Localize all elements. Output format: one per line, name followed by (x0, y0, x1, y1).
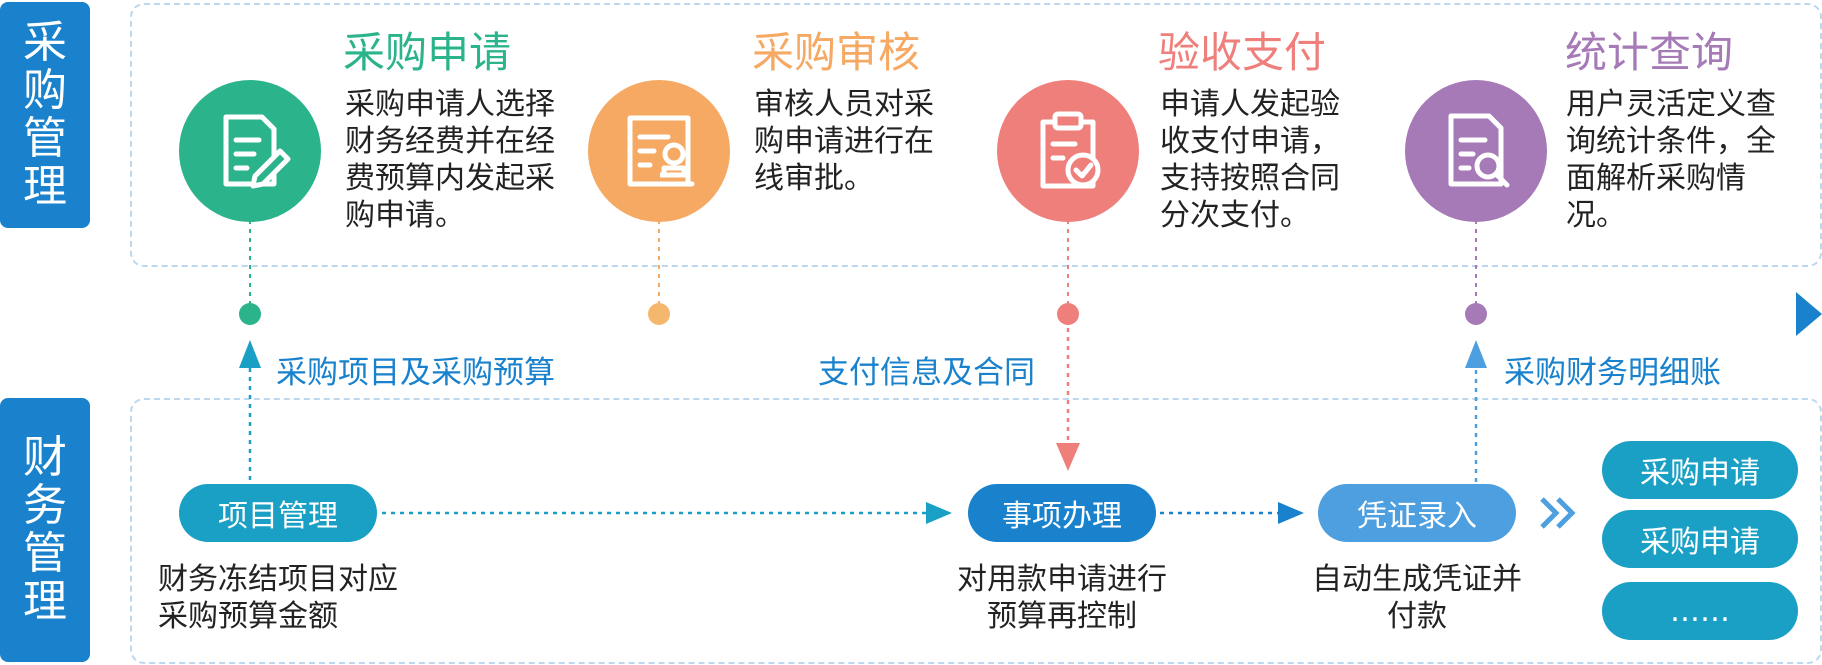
finance-section-label: 财务管理 (0, 398, 90, 662)
document-stamp-icon (588, 80, 730, 222)
project-management-node: 项目管理 (179, 484, 377, 542)
matter-handling-node: 事项办理 (968, 484, 1156, 542)
result-item-more: …… (1602, 582, 1798, 640)
step-desc-payment: 申请人发起验收支付申请，支持按照合同分次支付。 (1160, 87, 1340, 233)
step-title-payment: 验收支付 (1158, 28, 1327, 77)
flow-label-finance-ledger: 采购财务明细账 (1504, 355, 1721, 391)
voucher-entry-node: 凭证录入 (1318, 484, 1516, 542)
timeline-arrowhead (1796, 292, 1822, 336)
result-item-2: 采购申请 (1602, 510, 1798, 568)
procurement-section-label: 采购管理 (0, 2, 90, 228)
step-desc-apply: 采购申请人选择财务经费并在经费预算内发起采购申请。 (345, 87, 555, 233)
step-desc-statistics: 用户灵活定义查询统计条件，全面解析采购情况。 (1566, 87, 1776, 233)
flow-label-payment-contract: 支付信息及合同 (818, 355, 1035, 391)
step-desc-review: 审核人员对采购申请进行在线审批。 (754, 87, 934, 196)
document-search-icon (1405, 80, 1547, 222)
flow-label-project-budget: 采购项目及采购预算 (276, 355, 555, 391)
step-title-review: 采购审核 (752, 28, 921, 77)
voucher-entry-note: 自动生成凭证并付款 (1312, 562, 1522, 634)
timeline-node-2 (648, 303, 670, 325)
double-chevron-icon (1540, 497, 1576, 529)
timeline-node-4 (1465, 303, 1487, 325)
timeline-node-1 (239, 303, 261, 325)
procurement-panel (130, 3, 1822, 267)
finance-panel (130, 398, 1822, 664)
timeline-node-3 (1057, 303, 1079, 325)
result-item-1: 采购申请 (1602, 441, 1798, 499)
clipboard-check-icon (997, 80, 1139, 222)
matter-handling-note: 对用款申请进行预算再控制 (957, 562, 1167, 634)
step-title-statistics: 统计查询 (1565, 28, 1734, 77)
document-edit-icon (179, 80, 321, 222)
project-management-note: 财务冻结项目对应采购预算金额 (158, 562, 398, 634)
step-title-apply: 采购申请 (343, 28, 512, 77)
